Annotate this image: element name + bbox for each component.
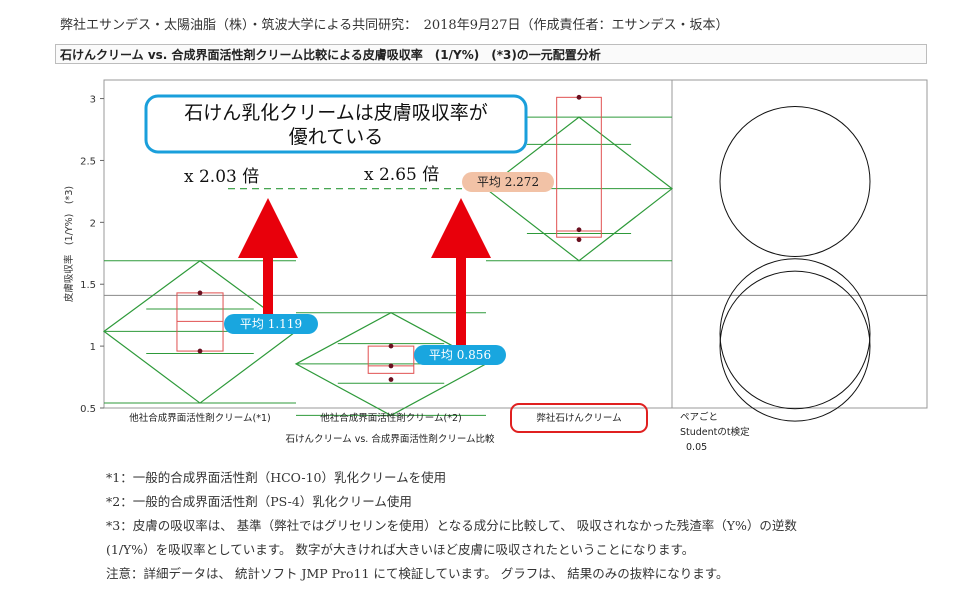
y-tick-label: 1: [90, 342, 96, 353]
data-point: [576, 237, 582, 243]
mean-badge-2: 平均 0.856: [429, 348, 491, 362]
multiplier-label: x 2.03 倍: [184, 167, 259, 187]
y-tick-label: 2.5: [80, 156, 96, 167]
mean-badge-3-bg: [462, 172, 554, 192]
multiplier-label: x 2.65 倍: [364, 165, 439, 185]
mean-badge-1: 平均 1.119: [240, 317, 302, 331]
x-axis-label: 石けんクリーム vs. 合成界面活性剤クリーム比較: [285, 433, 495, 445]
callout-box: [144, 94, 528, 154]
footnote-1: *1：一般的合成界面活性剤（HCO-10）乳化クリームを使用: [106, 470, 447, 485]
comparison-circle: [719, 270, 871, 422]
data-point: [576, 94, 582, 100]
footnote-caution: 注意：詳細データは、 統計ソフト JMP Pro11 にて検証しています。 グラ…: [106, 566, 729, 581]
comparison-label: Studentのt検定: [680, 426, 750, 438]
comparison-label: 0.05: [686, 442, 707, 453]
data-point: [576, 227, 582, 233]
y-tick-label: 1.5: [80, 280, 96, 291]
quantile-box: [176, 292, 224, 352]
comparison-frame: [671, 79, 928, 409]
y-tick-label: 3: [90, 95, 96, 106]
footnote-3-cont: (1/Y%）を吸収率としています。 数字が大きければ大きいほど皮膚に吸収されたと…: [106, 542, 695, 557]
callout-line-2: 優れている: [289, 126, 383, 148]
footnotes: *1：一般的合成界面活性剤（HCO-10）乳化クリームを使用 *2：一般的合成界…: [106, 466, 936, 586]
x-category-label: 他社合成界面活性剤クリーム(*2): [320, 412, 461, 424]
y-axis-label: 皮膚吸収率 (1/Y%) (*3): [63, 186, 75, 302]
highlight-box: [510, 403, 648, 433]
comparison-circle: [719, 105, 871, 257]
x-category-label: 弊社石けんクリーム: [536, 412, 621, 424]
footnote-3: *3：皮膚の吸収率は、 基準（弊社ではグリセリンを使用）となる成分に比較して、 …: [106, 518, 797, 533]
arrow-up-1: [238, 198, 298, 322]
data-point: [388, 363, 394, 369]
data-point: [388, 377, 394, 382]
y-tick-label: 0.5: [80, 404, 96, 415]
comparison-label: ペアごと: [680, 411, 718, 423]
comparison-circle: [719, 258, 871, 410]
chart-title: 石けんクリーム vs. 合成界面活性剤クリーム比較による皮膚吸収率 (1/Y%)…: [55, 44, 927, 64]
mean-badge-1-bg: [224, 314, 318, 334]
oneway-analysis-chart: 0.5 1 1.5 2 2.5 3 皮膚吸収率 (1/Y%) (*3) 他社合成界面活性剤クリ…: [63, 79, 928, 453]
data-point: [197, 290, 203, 296]
callout-line-1: 石けん乳化クリームは皮膚吸収率が: [184, 102, 487, 124]
mean-badge-2-bg: [414, 345, 506, 365]
footnote-2: *2：一般的合成界面活性剤（PS-4）乳化クリーム使用: [106, 494, 412, 509]
mean-badge-3: 平均 2.272: [477, 175, 539, 189]
y-tick-label: 2: [90, 218, 96, 229]
quantile-box: [367, 345, 415, 374]
data-point: [197, 348, 203, 354]
x-category-label: 他社合成界面活性剤クリーム(*1): [129, 412, 270, 424]
arrow-up-2: [431, 198, 491, 356]
page-header: 弊社エサンデス・太陽油脂（株）・筑波大学による共同研究： 2018年9月27日（…: [60, 18, 729, 33]
data-point: [388, 343, 394, 349]
quantile-box: [556, 96, 602, 238]
